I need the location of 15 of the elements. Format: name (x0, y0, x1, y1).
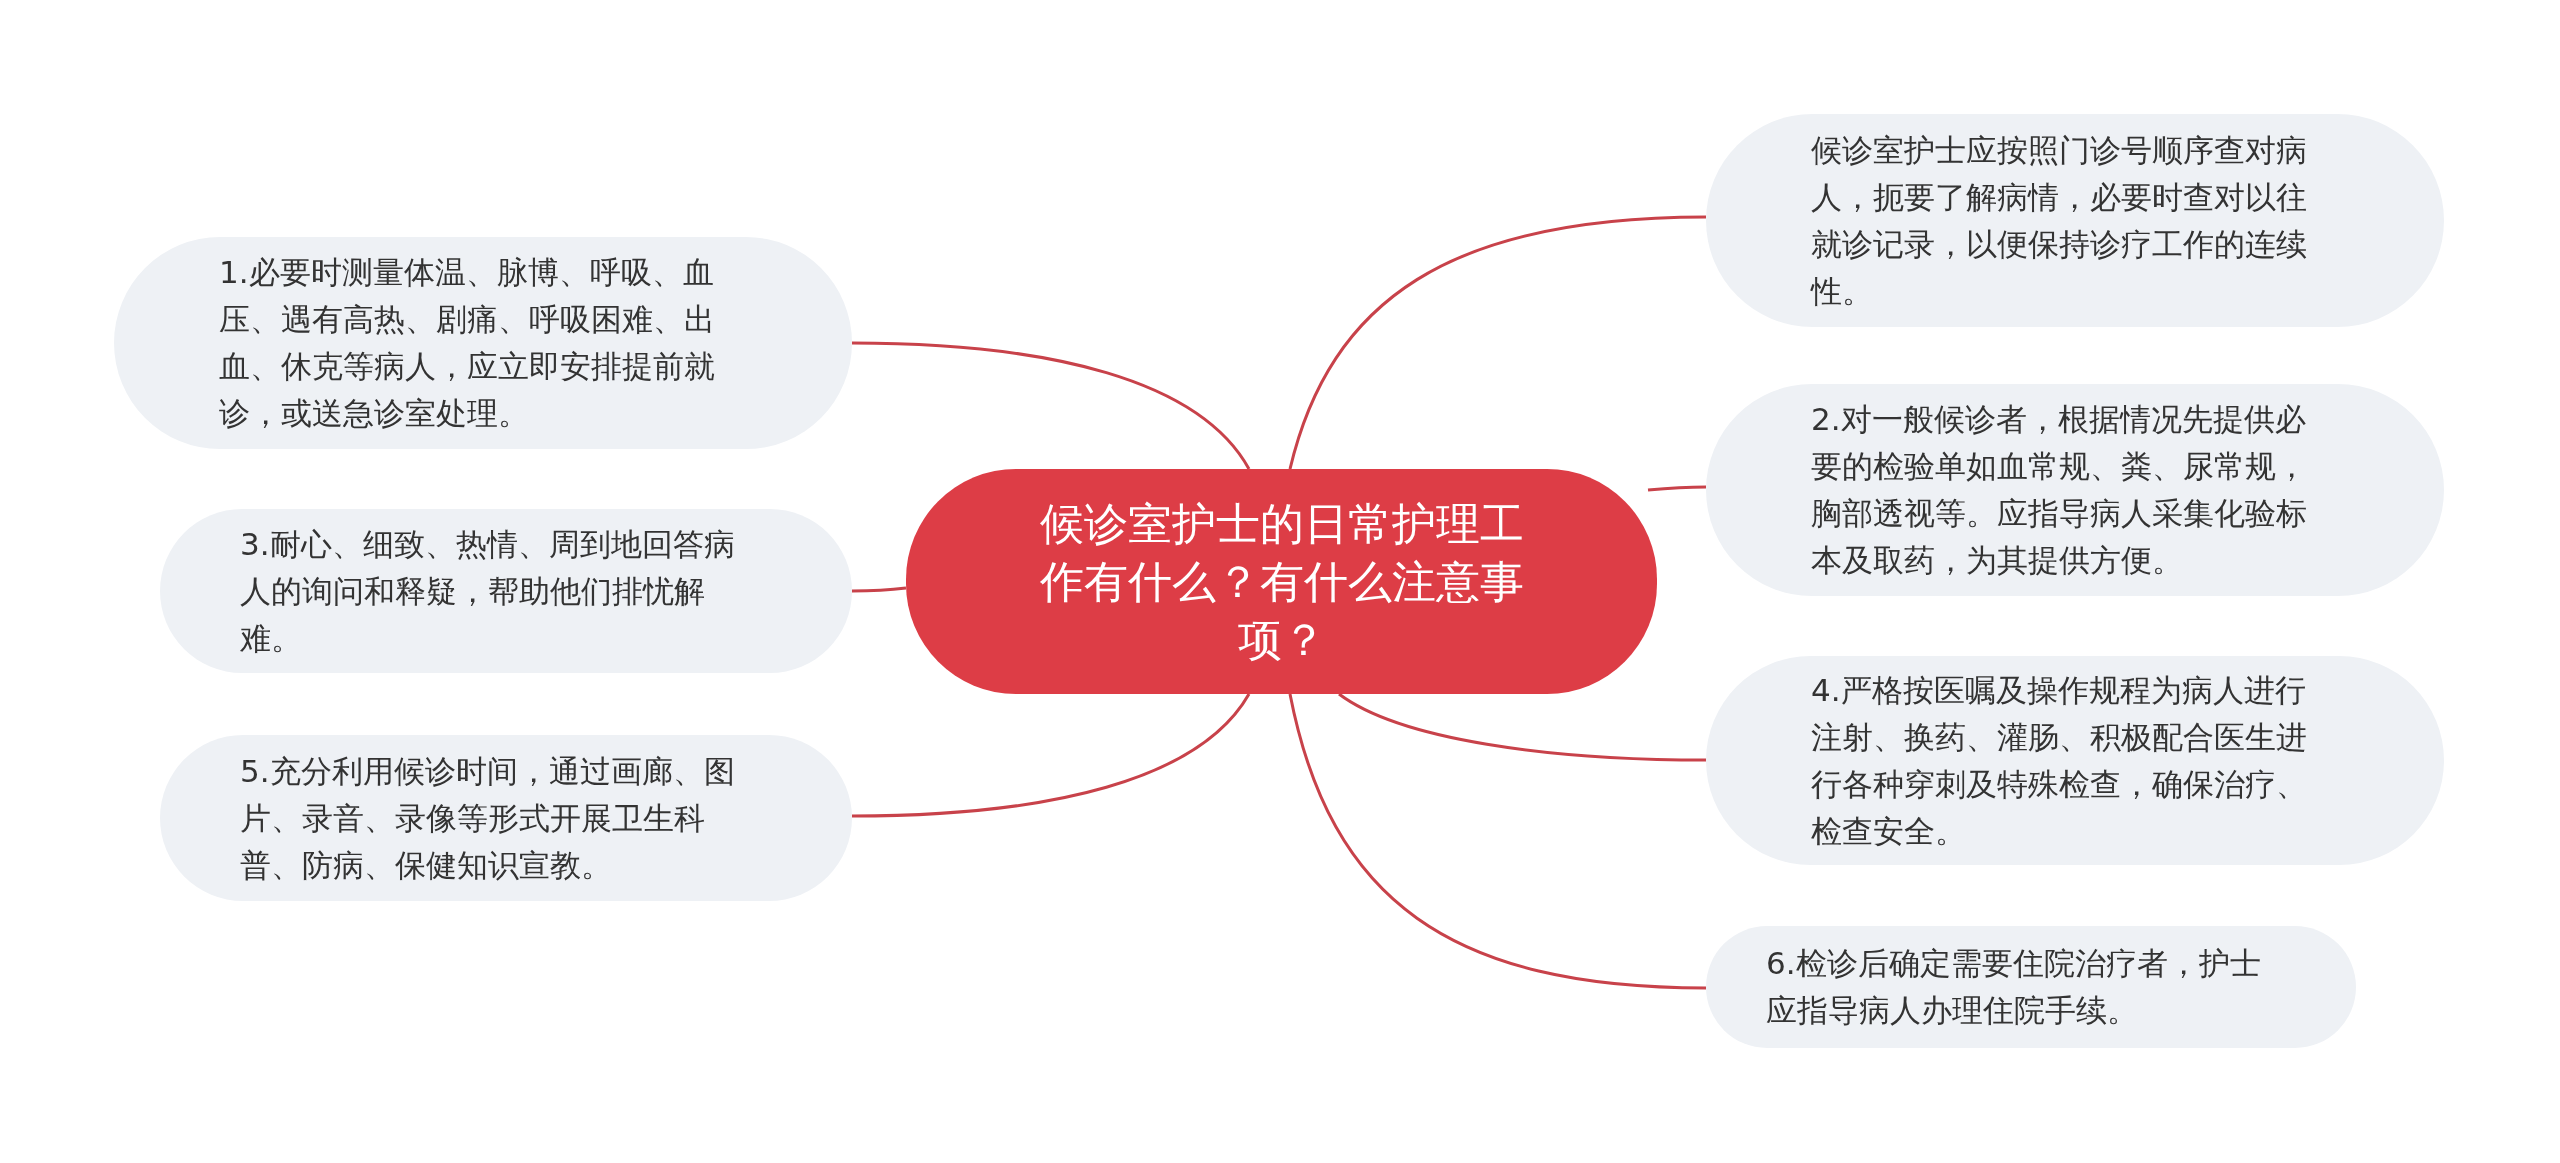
branch-text: 5.充分利用候诊时间，通过画廊、图片、录音、录像等形式开展卫生科普、防病、保健知识宣教。 (240, 751, 736, 885)
connector-line (1647, 485, 1706, 492)
connector-line (1338, 692, 1706, 762)
branch-text: 4.严格按医嘱及操作规程为病人进行注射、换药、灌肠、积极配合医生进行各种穿刺及特殊检查，确保治疗、检查安全。 (1811, 670, 2308, 851)
connector-line (852, 586, 907, 593)
connector-line (1288, 215, 1707, 470)
branch-text: 候诊室护士应按照门诊号顺序查对病人，扼要了解病情，必要时查对以往就诊记录，以便保持诊疗工作的连续性。 (1811, 130, 2308, 311)
branch-text: 3.耐心、细致、热情、周到地回答病人的询问和释疑，帮助他们排忧解难。 (240, 524, 736, 658)
topic-text: 候诊室护士的日常护理工作有什么？有什么注意事项？ (1038, 496, 1525, 667)
connector-line (851, 341, 1251, 470)
connector-line (851, 693, 1251, 818)
branch-text: 2.对一般候诊者，根据情况先提供必要的检验单如血常规、粪、尿常规，胸部透视等。应指导病人采集化验标本及取药，为其提供方便。 (1811, 400, 2308, 580)
connector-line (1288, 693, 1707, 990)
branch-text: 6.检诊后确定需要住院治疗者，护士应指导病人办理住院手续。 (1766, 944, 2262, 1030)
branch-text: 1.必要时测量体温、脉博、呼吸、血压、遇有高热、剧痛、呼吸困难、出血、休克等病人，应立即安排提前就诊，或送急诊室处理。 (219, 253, 716, 433)
